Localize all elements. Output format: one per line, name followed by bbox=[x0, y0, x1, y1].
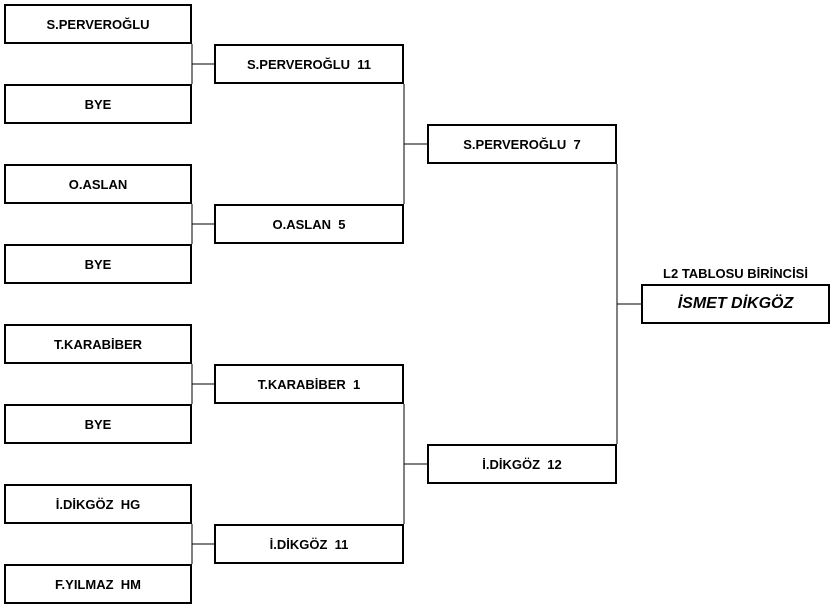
round2-player-3: T.KARABİBER 1 bbox=[214, 364, 404, 404]
round1-player-3: O.ASLAN bbox=[4, 164, 192, 204]
round1-player-8: F.YILMAZ HM bbox=[4, 564, 192, 604]
round2-player-4: İ.DİKGÖZ 11 bbox=[214, 524, 404, 564]
round2-player-2: O.ASLAN 5 bbox=[214, 204, 404, 244]
round1-player-2: BYE bbox=[4, 84, 192, 124]
round1-player-7: İ.DİKGÖZ HG bbox=[4, 484, 192, 524]
round1-player-6: BYE bbox=[4, 404, 192, 444]
round1-player-4: BYE bbox=[4, 244, 192, 284]
round1-player-1: S.PERVEROĞLU bbox=[4, 4, 192, 44]
round3-player-1: S.PERVEROĞLU 7 bbox=[427, 124, 617, 164]
winner-name: İSMET DİKGÖZ bbox=[641, 284, 830, 324]
round3-player-2: İ.DİKGÖZ 12 bbox=[427, 444, 617, 484]
round1-player-5: T.KARABİBER bbox=[4, 324, 192, 364]
winner-title: L2 TABLOSU BİRİNCİSİ bbox=[663, 266, 808, 281]
round2-player-1: S.PERVEROĞLU 11 bbox=[214, 44, 404, 84]
